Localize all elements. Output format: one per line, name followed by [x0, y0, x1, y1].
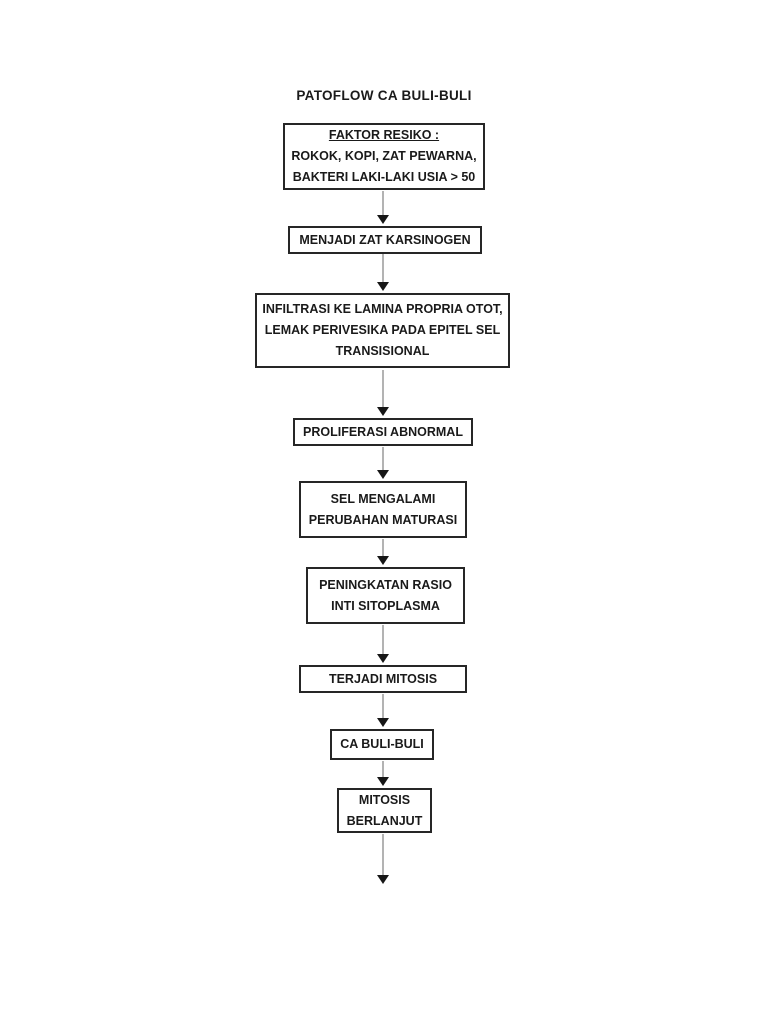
- flow-node-infiltrasi-lamina-propria: INFILTRASI KE LAMINA PROPRIA OTOT, LEMAK…: [255, 293, 510, 368]
- flow-node-ca-buli-buli: CA BULI-BULI: [330, 729, 434, 760]
- node-body: ROKOK, KOPI, ZAT PEWARNA, BAKTERI LAKI-L…: [291, 149, 477, 184]
- page-title: PATOFLOW CA BULI-BULI: [296, 88, 472, 103]
- flow-node-proliferasi-abnormal: PROLIFERASI ABNORMAL: [293, 418, 473, 446]
- arrow-stem: [381, 191, 384, 215]
- arrow-head: [376, 875, 389, 884]
- down-arrow-icon: [376, 834, 389, 884]
- arrow-head: [376, 215, 389, 224]
- flow-node-sel-mengalami-perubahan-maturasi: SEL MENGALAMI PERUBAHAN MATURASI: [299, 481, 467, 538]
- flow-node-mitosis-berlanjut: MITOSIS BERLANJUT: [337, 788, 432, 833]
- arrow-head: [376, 556, 389, 565]
- down-arrow-icon: [376, 370, 389, 416]
- arrow-head: [376, 470, 389, 479]
- arrow-stem: [381, 447, 384, 470]
- node-label: TERJADI MITOSIS: [328, 671, 438, 686]
- flow-node-terjadi-mitosis: TERJADI MITOSIS: [299, 665, 467, 693]
- arrow-stem: [381, 539, 384, 556]
- arrow-head: [376, 407, 389, 416]
- node-label: PROLIFERASI ABNORMAL: [303, 424, 463, 439]
- arrow-stem: [381, 625, 384, 654]
- down-arrow-icon: [376, 761, 389, 786]
- node-label: INFILTRASI KE LAMINA PROPRIA OTOT, LEMAK…: [262, 302, 503, 358]
- arrow-head: [376, 282, 389, 291]
- arrow-stem: [381, 370, 384, 407]
- arrow-head: [376, 718, 389, 727]
- node-label: MENJADI ZAT KARSINOGEN: [299, 232, 471, 247]
- flow-node-peningkatan-rasio-inti-sitoplasma: PENINGKATAN RASIO INTI SITOPLASMA: [306, 567, 465, 624]
- arrow-head: [376, 777, 389, 786]
- arrow-stem: [381, 834, 384, 875]
- node-label: SEL MENGALAMI PERUBAHAN MATURASI: [308, 491, 458, 527]
- node-label: CA BULI-BULI: [340, 737, 424, 751]
- down-arrow-icon: [376, 447, 389, 479]
- down-arrow-icon: [376, 254, 389, 291]
- down-arrow-icon: [376, 191, 389, 224]
- arrow-head: [376, 654, 389, 663]
- flow-node-menjadi-zat-karsinogen: MENJADI ZAT KARSINOGEN: [288, 226, 482, 254]
- arrow-stem: [381, 254, 384, 282]
- node-label: MITOSIS BERLANJUT: [346, 792, 423, 828]
- node-label: PENINGKATAN RASIO INTI SITOPLASMA: [319, 577, 452, 613]
- flow-node-faktor-resiko: FAKTOR RESIKO : ROKOK, KOPI, ZAT PEWARNA…: [283, 123, 485, 190]
- down-arrow-icon: [376, 694, 389, 727]
- arrow-stem: [381, 761, 384, 777]
- node-heading: FAKTOR RESIKO :: [328, 128, 440, 142]
- arrow-stem: [381, 694, 384, 718]
- down-arrow-icon: [376, 625, 389, 663]
- down-arrow-icon: [376, 539, 389, 565]
